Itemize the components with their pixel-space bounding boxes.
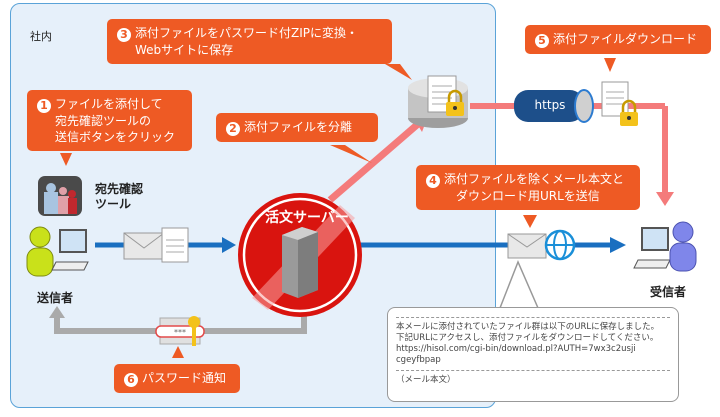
callout-tail-1 bbox=[60, 153, 72, 166]
sender-person-icon bbox=[26, 226, 54, 277]
globe-icon bbox=[544, 229, 576, 261]
email-body-line: 下記URLにアクセスし、添付ファイルをダウンロードしてください。 bbox=[396, 333, 659, 343]
step-number-badge: 2 bbox=[226, 122, 240, 136]
receiver-person-icon bbox=[669, 221, 697, 272]
https-tunnel-icon bbox=[514, 89, 594, 123]
address-check-tool-icon bbox=[38, 176, 82, 216]
email-body-line: 本メールに添付されていたファイル群は以下のURLに保存しました。 bbox=[396, 322, 660, 332]
callout-tail-2 bbox=[330, 145, 372, 163]
callout-tail-5 bbox=[604, 58, 616, 72]
secure-arrow-to-receiver bbox=[656, 192, 674, 206]
flow-arrow-to-server bbox=[222, 237, 236, 253]
lock-icon-download bbox=[620, 99, 638, 126]
sender-label: 送信者 bbox=[37, 291, 74, 305]
callout-tail-4 bbox=[523, 215, 537, 228]
callout-tail-6 bbox=[172, 346, 184, 358]
step-number-badge: 4 bbox=[426, 174, 440, 188]
step-number-badge: 6 bbox=[124, 373, 138, 387]
zone-label: 社内 bbox=[30, 30, 52, 43]
https-label: https bbox=[534, 98, 566, 112]
step-number-badge: 1 bbox=[37, 99, 51, 113]
email-body-preview: 本メールに添付されていたファイル群は以下のURLに保存しました。 下記URLにア… bbox=[387, 307, 679, 402]
download-url-cont[interactable]: cgeyfbpap bbox=[396, 355, 441, 365]
receiver-laptop-icon bbox=[633, 227, 671, 269]
flow-arrow-to-receiver bbox=[610, 237, 626, 253]
receiver-label: 受信者 bbox=[650, 285, 687, 299]
email-body-footer: （メール本文） bbox=[396, 375, 456, 385]
secure-line-server-storage bbox=[327, 121, 421, 203]
step-number-badge: 5 bbox=[535, 34, 549, 48]
step-number-badge: 3 bbox=[117, 28, 131, 42]
sender-laptop-icon bbox=[51, 229, 89, 271]
password-return-arrow bbox=[49, 306, 65, 318]
tool-label: 宛先確認 ツール bbox=[95, 182, 144, 211]
server-label: 活文サーバー bbox=[265, 210, 349, 226]
email-with-url-icon bbox=[507, 233, 547, 259]
svg-text:***: *** bbox=[174, 328, 186, 337]
mail-body-tail bbox=[498, 260, 540, 309]
lock-icon-storage bbox=[446, 89, 464, 116]
email-with-attachment-icon bbox=[123, 227, 189, 263]
key-icon bbox=[188, 316, 200, 346]
server-badge bbox=[238, 193, 362, 317]
callout-tail-3 bbox=[385, 64, 412, 80]
download-url[interactable]: https://hisol.com/cgi-bin/download.pl?AU… bbox=[396, 344, 636, 354]
